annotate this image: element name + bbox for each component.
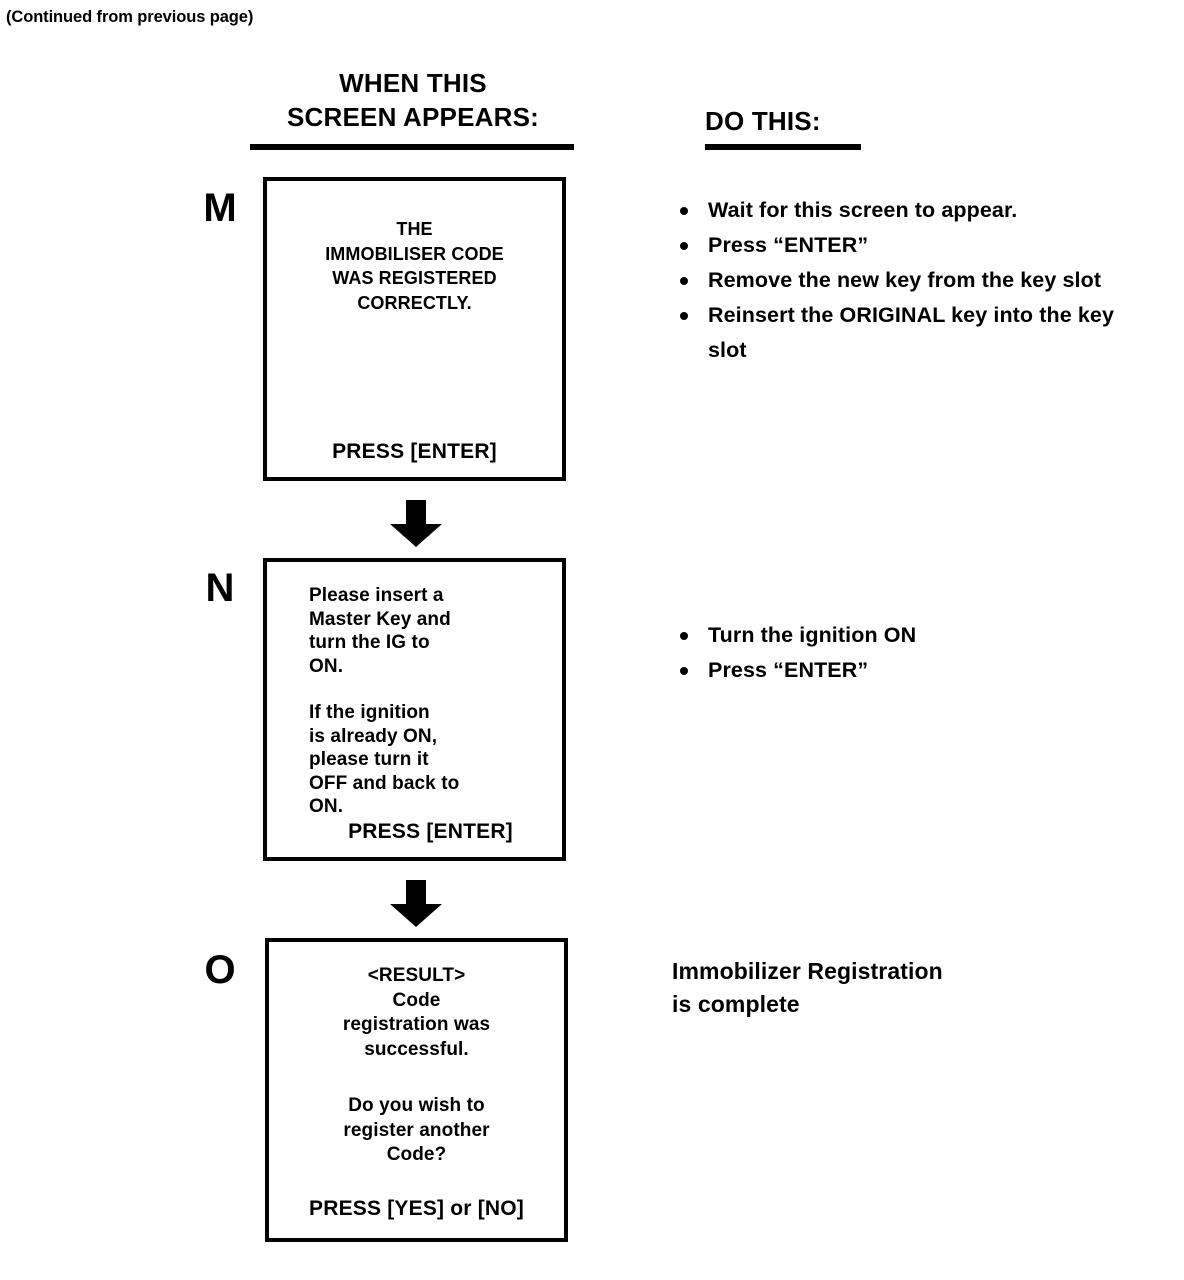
do-column-header: DO THIS: [705,106,821,136]
step-letter-o: O [204,948,236,992]
screen-box-n-body: Please insert a Master Key and turn the … [309,584,552,819]
screen-line: turn the IG to [309,632,430,653]
screen-line: Code [392,989,441,1011]
screen-line: THE [396,219,433,239]
screen-line: CORRECTLY. [357,292,472,313]
list-item: Turn the ignition ON [672,618,1152,653]
screen-line: Do you wish to [348,1095,485,1116]
bullet-icon [680,632,688,640]
screen-line: register another [343,1119,490,1141]
bullet-icon [680,312,688,320]
screen-line: Code? [386,1144,447,1165]
screen-line: IMMOBILISER CODE [325,243,504,264]
screen-box-o: <RESULT> Code registration was successfu… [265,938,568,1242]
screen-line: ON. [309,796,344,817]
list-item: Wait for this screen to appear. [672,193,1152,228]
arrow-m-to-n [388,500,444,548]
screen-column-header-line1: WHEN THIS [339,68,487,98]
screen-box-o-body: <RESULT> Code registration was successfu… [269,964,564,1168]
screen-line: ON. [309,655,344,677]
continued-from-previous-page-note: (Continued from previous page) [6,8,254,26]
do-column-header-underline [705,144,861,150]
screen-box-m-body: THE IMMOBILISER CODE WAS REGISTERED CORR… [267,217,562,315]
bullet-icon [680,242,688,250]
screen-line: WAS REGISTERED [332,268,497,288]
screen-box-n: Please insert a Master Key and turn the … [263,558,566,861]
screen-line-blank [309,678,552,701]
screen-box-n-footer: PRESS [ENTER] [348,820,513,843]
down-arrow-icon [390,500,442,547]
screen-line: registration was [342,1014,491,1035]
instructions-step-n: Turn the ignition ON Press “ENTER” [672,618,1152,688]
list-item-label: Press “ENTER” [708,658,869,682]
list-item-label: Remove the new key from the key slot [708,268,1102,292]
screen-line: is already ON, [309,725,438,747]
list-item-label: Wait for this screen to appear. [708,198,1018,222]
screen-line: OFF and back to [309,772,460,794]
screen-line: successful. [364,1038,469,1060]
bullet-icon [680,207,688,215]
list-item-label: Press “ENTER” [708,233,869,257]
screen-line: If the ignition [309,702,430,723]
list-item: Remove the new key from the key slot [672,263,1152,298]
bullet-icon [680,277,688,285]
screen-box-m-footer: PRESS [ENTER] [332,440,497,463]
screen-column-header-underline [250,144,574,150]
instructions-step-m: Wait for this screen to appear. Press “E… [672,193,1152,368]
step-letter-n: N [205,566,235,610]
list-item: Press “ENTER” [672,228,1152,263]
down-arrow-icon [390,880,442,927]
instructions-step-o: Immobilizer Registration is complete [672,955,1152,1021]
screen-column-header-line2: SCREEN APPEARS: [287,102,539,132]
step-letter-m: M [203,186,237,230]
arrow-n-to-o [388,880,444,928]
screen-column-header: WHEN THIS SCREEN APPEARS: [248,66,578,134]
screen-box-m: THE IMMOBILISER CODE WAS REGISTERED CORR… [263,177,566,481]
screen-line: Please insert a [309,585,444,606]
screen-line: <RESULT> [367,965,466,986]
bullet-icon [680,667,688,675]
screen-line: Master Key and [309,608,451,630]
instruction-line: Immobilizer Registration [672,958,943,984]
list-item-label: Reinsert the ORIGINAL key into the key s… [708,303,1115,362]
screen-box-o-footer: PRESS [YES] or [NO] [309,1197,524,1220]
list-item: Press “ENTER” [672,653,1152,688]
list-item: Reinsert the ORIGINAL key into the key s… [672,298,1152,368]
screen-line: please turn it [309,749,429,770]
list-item-label: Turn the ignition ON [708,623,917,647]
screen-line-blank [269,1062,564,1094]
instruction-line: is complete [672,991,800,1017]
